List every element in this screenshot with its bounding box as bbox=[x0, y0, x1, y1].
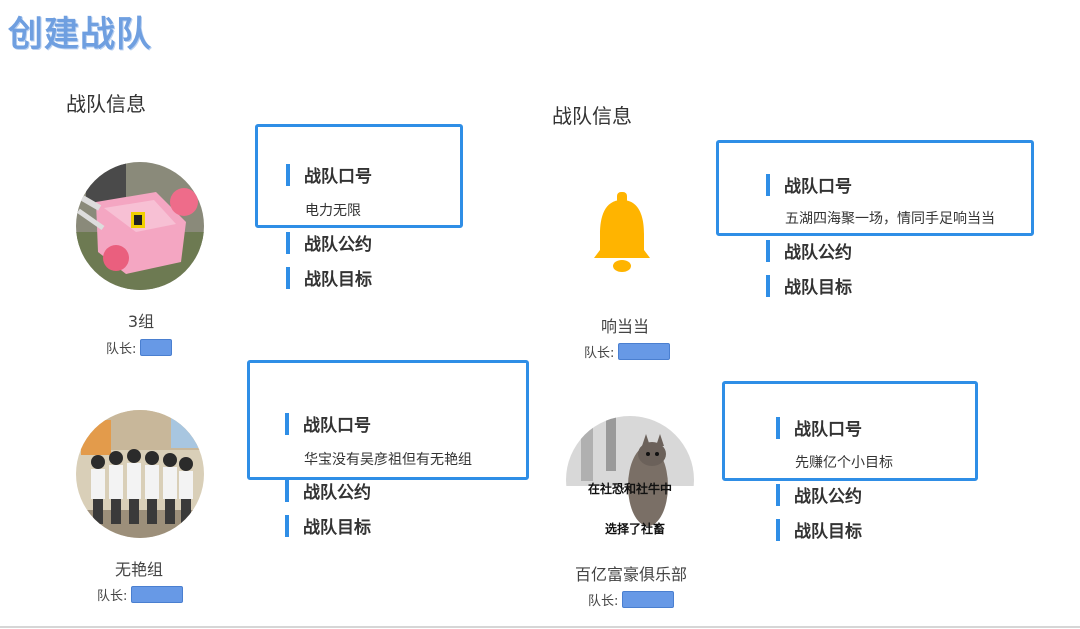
accent-bar bbox=[766, 173, 770, 196]
leader-row-2: 队长: bbox=[97, 585, 184, 604]
team-name-3: 响当当 bbox=[600, 317, 649, 336]
covenant-label: 战队公约 bbox=[794, 487, 862, 507]
slogan-item-3: 战队口号 bbox=[766, 172, 852, 197]
covenant-item-1[interactable]: 战队公约 bbox=[286, 230, 372, 255]
accent-bar bbox=[776, 483, 780, 506]
leader-name-redacted bbox=[140, 339, 173, 356]
goal-label: 战队目标 bbox=[303, 518, 371, 538]
accent-bar bbox=[766, 239, 770, 262]
accent-bar bbox=[766, 274, 770, 297]
section-title-left: 战队信息 bbox=[66, 92, 146, 116]
goal-label: 战队目标 bbox=[794, 522, 862, 542]
covenant-item-4[interactable]: 战队公约 bbox=[776, 482, 862, 507]
team-name-4: 百亿富豪俱乐部 bbox=[574, 565, 687, 584]
team-avatar-1[interactable] bbox=[76, 162, 204, 290]
leader-name-redacted bbox=[622, 591, 675, 608]
bottom-divider bbox=[0, 626, 1080, 628]
slogan-box-4[interactable] bbox=[722, 381, 978, 481]
slogan-text-2: 华宝没有吴彦祖但有无艳组 bbox=[304, 452, 472, 468]
leader-label: 队长: bbox=[97, 589, 128, 604]
slogan-text-3: 五湖四海聚一场，情同手足响当当 bbox=[785, 211, 995, 227]
team-avatar-4[interactable]: 在社恐和社牛中 选择了社畜 bbox=[566, 416, 694, 544]
leader-row-4: 队长: bbox=[588, 590, 675, 609]
accent-bar bbox=[285, 412, 289, 435]
slogan-text-1: 电力无限 bbox=[305, 203, 361, 219]
goal-label: 战队目标 bbox=[784, 278, 852, 298]
meme-caption-1: 在社恐和社牛中 bbox=[587, 482, 672, 496]
leader-row-3: 队长: bbox=[584, 342, 671, 361]
goal-label: 战队目标 bbox=[304, 270, 372, 290]
accent-bar bbox=[286, 163, 290, 186]
slogan-label: 战队口号 bbox=[304, 167, 372, 187]
meme-caption-2: 选择了社畜 bbox=[604, 522, 665, 536]
slogan-item-4: 战队口号 bbox=[776, 415, 862, 440]
bell-icon bbox=[594, 192, 650, 272]
accent-bar bbox=[285, 479, 289, 502]
leader-name-redacted bbox=[618, 343, 671, 360]
toy-car-icon bbox=[76, 162, 204, 290]
goal-item-1[interactable]: 战队目标 bbox=[286, 265, 372, 290]
section-title-right: 战队信息 bbox=[552, 104, 632, 128]
slogan-text-4: 先赚亿个小目标 bbox=[795, 455, 893, 471]
accent-bar bbox=[286, 231, 290, 254]
slogan-label: 战队口号 bbox=[794, 420, 862, 440]
accent-bar bbox=[286, 266, 290, 289]
cat-meme bbox=[566, 416, 694, 544]
goal-item-2[interactable]: 战队目标 bbox=[285, 513, 371, 538]
goal-item-4[interactable]: 战队目标 bbox=[776, 517, 862, 542]
accent-bar bbox=[776, 416, 780, 439]
page-title: 创建战队 bbox=[8, 15, 153, 55]
group-photo bbox=[76, 410, 204, 538]
team-avatar-3[interactable] bbox=[592, 192, 652, 274]
accent-bar bbox=[285, 514, 289, 537]
leader-row-1: 队长: bbox=[106, 338, 173, 357]
leader-label: 队长: bbox=[584, 346, 615, 361]
slogan-box-2[interactable] bbox=[247, 360, 529, 480]
leader-label: 队长: bbox=[588, 594, 619, 609]
covenant-item-2[interactable]: 战队公约 bbox=[285, 478, 371, 503]
covenant-label: 战队公约 bbox=[784, 243, 852, 263]
slogan-item-1: 战队口号 bbox=[286, 162, 372, 187]
accent-bar bbox=[776, 518, 780, 541]
leader-name-redacted bbox=[131, 586, 184, 603]
slogan-item-2: 战队口号 bbox=[285, 411, 371, 436]
covenant-label: 战队公约 bbox=[304, 235, 372, 255]
covenant-label: 战队公约 bbox=[303, 483, 371, 503]
team-name-1: 3组 bbox=[127, 312, 155, 331]
covenant-item-3[interactable]: 战队公约 bbox=[766, 238, 852, 263]
team-avatar-2[interactable] bbox=[76, 410, 204, 538]
team-name-2: 无艳组 bbox=[114, 560, 163, 579]
goal-item-3[interactable]: 战队目标 bbox=[766, 273, 852, 298]
slogan-label: 战队口号 bbox=[784, 177, 852, 197]
leader-label: 队长: bbox=[106, 342, 137, 357]
slogan-label: 战队口号 bbox=[303, 416, 371, 436]
